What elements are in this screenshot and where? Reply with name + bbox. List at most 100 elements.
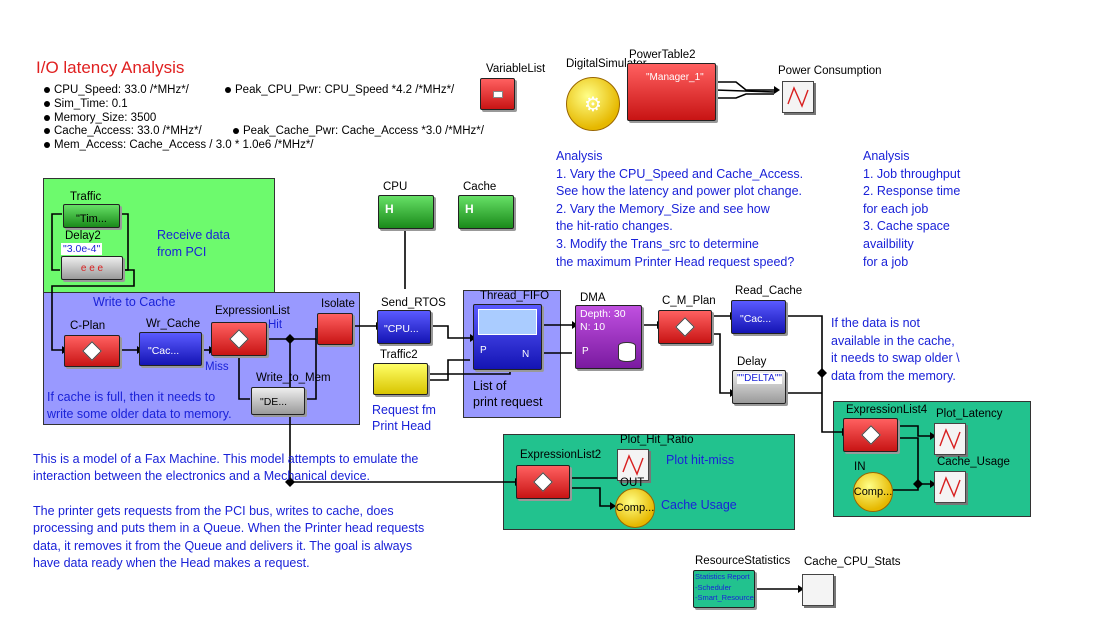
wr-cache-block[interactable]: "Cac... [139,332,202,366]
plot-latency-label: Plot_Latency [936,408,1003,420]
traffic2-block[interactable] [373,363,428,395]
write-to-mem-block[interactable]: "DE... [251,387,305,415]
power-consumption-plot[interactable] [782,81,814,113]
plot-cache-usage[interactable] [934,471,966,503]
c-m-plan-label: C_M_Plan [662,295,716,307]
cpu-resource-block[interactable]: H [378,195,434,229]
param-memory-size: Memory_Size: 3500 [44,112,156,124]
bullet-icon [233,128,239,134]
request-label: Request fm Print Head [372,403,436,433]
waveform-icon [939,476,961,498]
model-description: This is a model of a Fax Machine. This m… [33,452,425,571]
page-title: I/O latency Analysis [36,58,185,77]
delay-block[interactable]: ""DELTA"" [732,370,786,404]
cache-usage-label: Cache Usage [661,498,737,512]
fifo-port-n: N [522,349,530,360]
out-label: OUT [620,477,645,489]
variable-list-label: VariableList [486,63,546,75]
comp-block-hit[interactable]: Comp... [615,488,655,528]
digital-simulator-label: DigitalSimulator [566,58,647,70]
decision-icon [860,425,881,445]
dma-port-p: P [582,346,589,357]
expression-list4-block[interactable] [843,418,898,452]
waveform-icon [939,428,961,450]
read-cache-value: "Cac... [740,313,772,325]
isolate-label: Isolate [321,298,355,310]
comp-block-latency[interactable]: Comp... [853,472,893,512]
swap-note: If the data is not available in the cach… [831,316,960,383]
power-consumption-label: Power Consumption [778,65,882,77]
write-to-mem-value: "DE... [260,396,288,408]
param-peak-cpu: Peak_CPU_Pwr: CPU_Speed *4.2 /*MHz*/ [225,84,454,96]
delay2-block[interactable]: e e e [61,256,123,280]
receive-data-label: Receive data from PCI [157,228,230,259]
dma-block[interactable]: Depth: 30 N: 10 P [575,305,642,369]
param-mem-access: Mem_Access: Cache_Access / 3.0 * 1.0e6 /… [44,139,314,151]
wr-cache-label: Wr_Cache [146,318,201,330]
param-peak-cache: Peak_Cache_Pwr: Cache_Access *3.0 /*MHz*… [233,125,484,137]
list-icon [492,90,503,98]
analysis-note-2: Analysis 1. Job throughput 2. Response t… [863,149,961,269]
bullet-icon [44,115,50,121]
decision-icon [229,329,249,349]
power-table-block[interactable]: "Manager_1" [627,63,716,121]
miss-label: Miss [205,361,229,373]
read-cache-block[interactable]: "Cac... [731,300,786,334]
resource-h-icon: H [385,202,394,216]
analysis-note-1: Analysis 1. Vary the CPU_Speed and Cache… [556,149,804,269]
plot-hit-ratio-label: Plot_Hit_Ratio [620,434,694,446]
digital-simulator-block[interactable]: ⚙ [566,77,620,131]
thread-fifo-block[interactable]: P N [473,304,542,370]
delay-value: ""DELTA"" [737,373,782,384]
database-icon [618,342,636,362]
gear-icon: ⚙ [584,93,602,116]
bullet-icon [44,101,50,107]
traffic2-label: Traffic2 [380,349,418,361]
cache-full-note: If cache is full, then it needs to write… [47,390,232,421]
cache-cpu-stats-block[interactable] [802,574,834,606]
decision-icon [675,317,695,337]
plot-hit-ratio[interactable] [617,449,649,481]
hit-label: Hit [268,319,283,331]
cache-usage-plot-label: Cache_Usage [937,456,1010,468]
decision-icon [533,472,553,492]
delay2-label: Delay2 [65,230,101,242]
write-to-mem-label: Write_to_Mem [256,372,331,384]
power-table-label: PowerTable2 [629,49,696,61]
expression-list4-label: ExpressionList4 [846,404,928,416]
waveform-icon [622,454,644,476]
dma-depth: Depth: 30 [580,308,626,320]
expression-list-block[interactable] [211,322,267,356]
read-cache-label: Read_Cache [735,285,803,297]
delay-label: Delay [737,356,767,368]
c-m-plan-block[interactable] [658,310,712,344]
waveform-icon [787,86,809,108]
param-cache-access: Cache_Access: 33.0 /*MHz*/ [44,125,202,137]
cache-resource-block[interactable]: H [458,195,514,229]
traffic-value: "Tim... [76,213,107,225]
send-rtos-block[interactable]: "CPU... [377,310,431,344]
write-to-cache-title: Write to Cache [93,295,176,309]
cpu-label: CPU [383,181,408,193]
expression-list-label: ExpressionList [215,305,290,317]
wr-cache-value: "Cac... [148,345,180,357]
c-plan-block[interactable] [64,335,120,367]
bullet-icon [44,128,50,134]
dma-n: N: 10 [580,321,606,333]
bullet-icon [44,142,50,148]
variable-list-block[interactable] [480,78,515,110]
param-sim-time: Sim_Time: 0.1 [44,98,128,110]
delay2-value: "3.0e-4" [61,243,103,255]
traffic-block[interactable]: "Tim... [63,204,120,228]
param-cpu-speed: CPU_Speed: 33.0 /*MHz*/ [44,84,189,96]
cache-cpu-stats-label: Cache_CPU_Stats [804,556,901,568]
expression-list2-block[interactable] [516,465,570,499]
plot-latency[interactable] [934,423,966,455]
send-rtos-value: "CPU... [384,323,419,335]
isolate-block[interactable] [317,313,353,345]
bullet-icon [44,87,50,93]
send-rtos-label: Send_RTOS [381,297,446,309]
resource-h-icon: H [465,202,474,216]
power-table-value: "Manager_1" [646,72,704,83]
resource-statistics-block[interactable]: Statistics Report -Scheduler -Smart_Reso… [693,570,755,608]
